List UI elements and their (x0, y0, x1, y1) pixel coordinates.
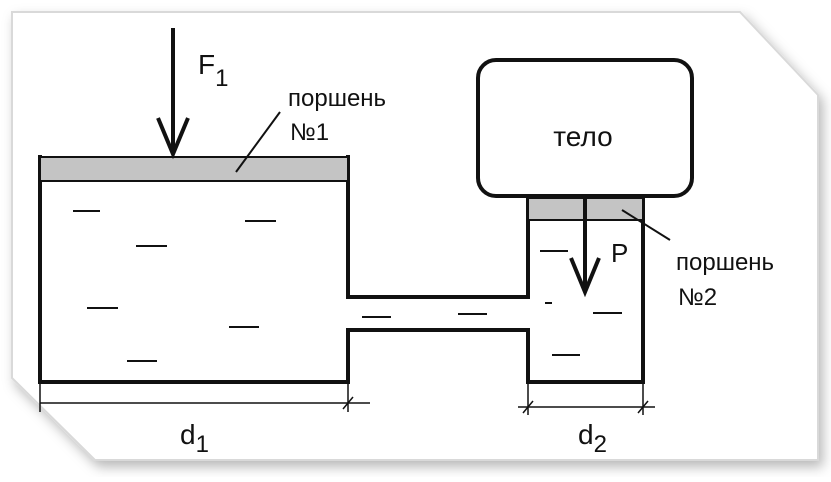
piston-2-label-line1: поршень (676, 249, 774, 276)
weight-arrow-p (569, 198, 601, 298)
piston-2-leader (621, 209, 671, 241)
picture-frame (11, 11, 819, 461)
body-label: тело (553, 121, 612, 152)
weight-label-p: P (611, 238, 628, 268)
force-label-f1: F1 (198, 49, 228, 92)
liquid-marks (73, 210, 622, 362)
body-block (476, 58, 694, 198)
piston-1 (39, 156, 349, 182)
piston-1-label-line1: поршень (288, 85, 386, 112)
dimension-d2-label: d2 (578, 419, 607, 458)
piston-1-leader (235, 111, 281, 173)
piston-2-label-line2: №2 (678, 284, 717, 311)
piston-1-label-line2: №1 (290, 119, 329, 146)
dimension-d1-label: d1 (180, 419, 209, 458)
vessel-outline (38, 155, 645, 384)
dimension-d2 (518, 384, 655, 415)
force-arrow-f1 (156, 28, 190, 160)
dimension-d1 (39, 384, 370, 412)
